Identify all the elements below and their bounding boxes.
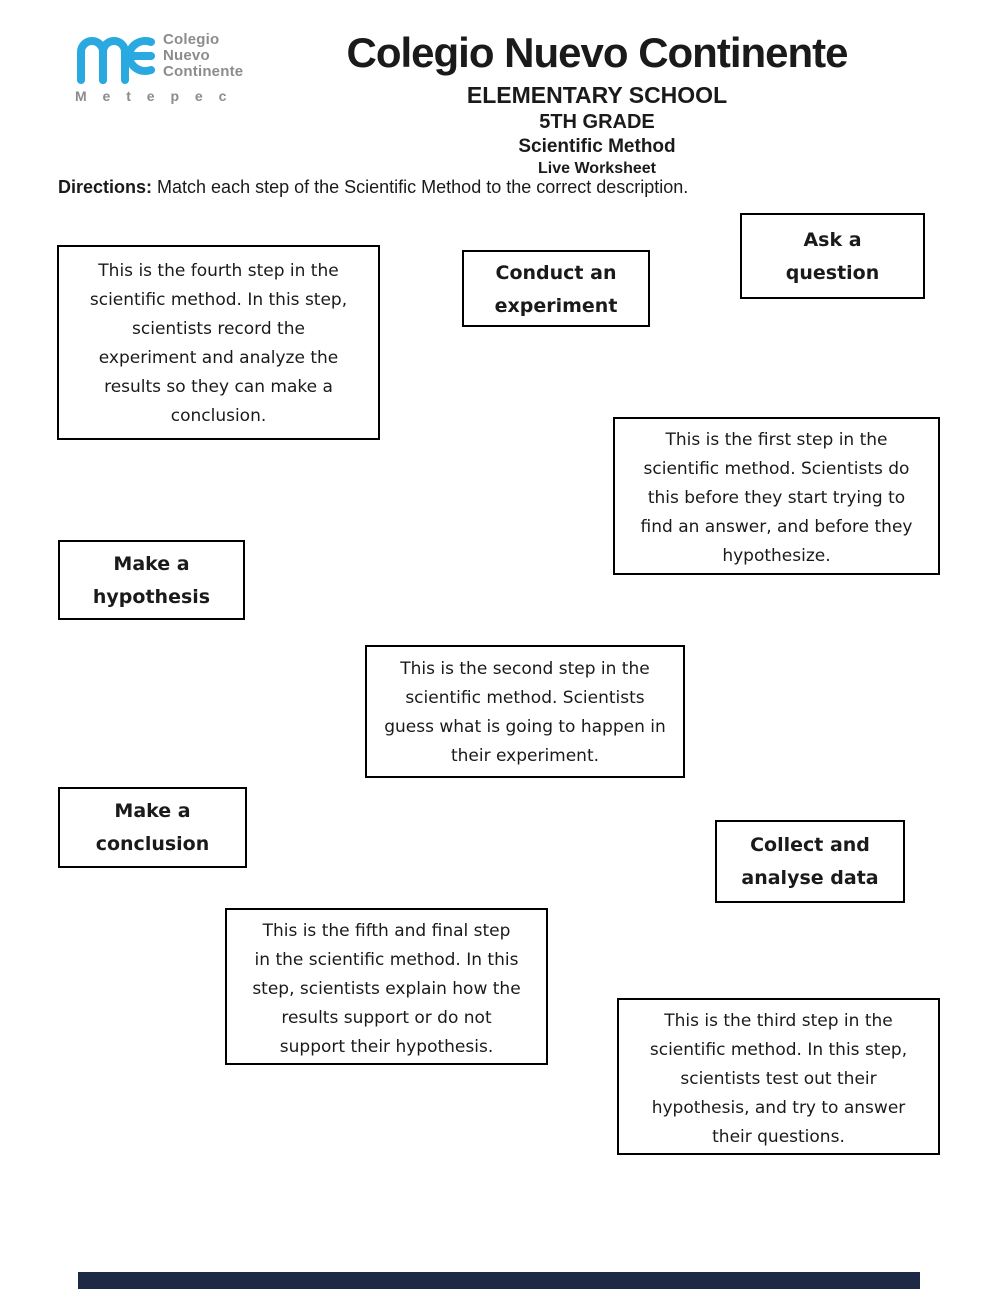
description-line: scientific method. Scientists do [643,459,910,479]
step-card-line: Conduct an [495,262,617,284]
description-line: This is the first step in the [665,430,888,450]
description-card-second-step[interactable]: This is the second step in the scientifi… [365,645,685,778]
description-line: results support or do not [281,1008,492,1028]
description-card-fifth-step[interactable]: This is the fifth and final step in the … [225,908,548,1065]
description-line: step, scientists explain how the [252,979,521,999]
description-line: scientific method. In this step, [89,290,348,310]
header-school-level: ELEMENTARY SCHOOL [466,82,728,108]
step-card-line: Make a [114,800,191,822]
description-line: This is the second step in the [400,659,650,679]
header-worksheet-type: Live Worksheet [538,160,656,177]
page-title: Colegio Nuevo Continente [346,29,849,76]
page-header: Colegio Nuevo Continente ELEMENTARY SCHO… [197,30,997,178]
description-line: guess what is going to happen in [384,717,666,737]
logo-name-line: Continente [163,63,244,80]
header-topic: Scientific Method [518,136,676,157]
description-line: This is the fourth step in the [98,261,339,281]
footer-bar [78,1272,920,1289]
directions-line: Directions: Match each step of the Scien… [58,177,688,198]
directions-text: Match each step of the Scientific Method… [152,177,689,197]
description-line: hypothesize. [722,546,831,566]
description-line: their experiment. [450,746,600,766]
description-line: their questions. [712,1127,845,1147]
step-card-make-hypothesis[interactable]: Make a hypothesis [58,540,245,620]
description-line: support their hypothesis. [279,1037,494,1057]
description-line: scientific method. In this step, [649,1040,908,1060]
step-card-line: analyse data [741,867,879,889]
description-line: conclusion. [170,406,267,426]
step-card-line: experiment [494,295,618,317]
step-card-ask-question[interactable]: Ask a question [740,213,925,299]
description-line: find an answer, and before they [640,517,913,537]
step-card-line: conclusion [95,833,210,855]
logo-name-line: Colegio [163,31,220,48]
logo-city: M e t e p e c [75,88,233,104]
description-line: This is the third step in the [664,1011,893,1031]
description-line: results so they can make a [104,377,333,397]
description-line: This is the fifth and final step [262,921,511,941]
nc-monogram-icon [77,37,155,84]
description-line: in the scientific method. In this [254,950,519,970]
step-card-line: Make a [113,553,190,575]
step-card-make-conclusion[interactable]: Make a conclusion [58,787,247,868]
description-card-first-step[interactable]: This is the first step in the scientific… [613,417,940,575]
description-card-third-step[interactable]: This is the third step in the scientific… [617,998,940,1155]
step-card-line: Collect and [750,834,870,856]
step-card-collect-analyse-data[interactable]: Collect and analyse data [715,820,905,903]
description-line: scientists record the [132,319,305,339]
description-line: hypothesis, and try to answer [651,1098,906,1118]
description-card-fourth-step[interactable]: This is the fourth step in the scientifi… [57,245,380,440]
directions-label: Directions: [58,177,153,197]
step-card-line: Ask a [803,229,862,251]
step-card-line: question [785,262,880,284]
step-card-line: hypothesis [92,586,211,608]
description-line: scientists test out their [680,1069,877,1089]
header-grade: 5TH GRADE [539,111,655,133]
step-card-conduct-experiment[interactable]: Conduct an experiment [462,250,650,327]
description-line: experiment and analyze the [98,348,339,368]
description-line: this before they start trying to [647,488,906,508]
school-logo: Colegio Nuevo Continente M e t e p e c [75,30,260,105]
description-line: scientific method. Scientists [405,688,645,708]
logo-name-line: Nuevo [163,47,210,64]
